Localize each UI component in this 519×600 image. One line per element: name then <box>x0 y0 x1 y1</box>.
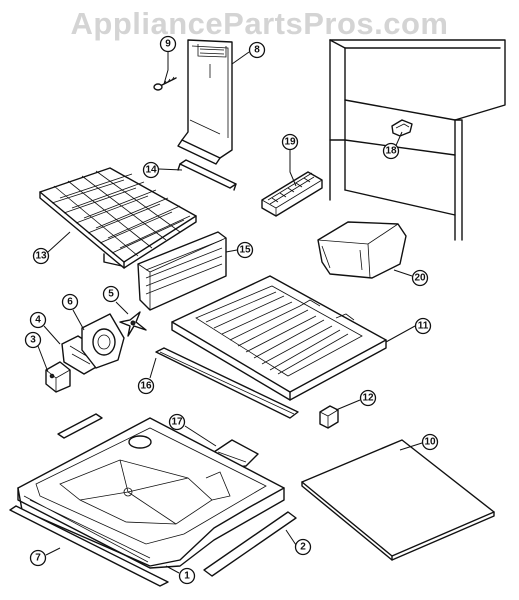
callout-7-label: 7 <box>35 553 41 564</box>
callout-16-label: 16 <box>140 381 152 392</box>
part-3-switch <box>45 361 71 393</box>
part-18-clip <box>391 119 413 137</box>
callout-18-label: 18 <box>385 146 397 157</box>
part-12-bracket <box>319 405 339 429</box>
callout-8: 8 <box>248 41 266 59</box>
callout-3-label: 3 <box>30 335 36 346</box>
callout-6-label: 6 <box>67 297 73 308</box>
callout-15-label: 15 <box>239 245 251 256</box>
callout-5-label: 5 <box>108 289 114 300</box>
callout-6: 6 <box>61 293 79 311</box>
callout-16: 16 <box>137 377 155 395</box>
callout-4-label: 4 <box>35 315 41 326</box>
callout-11: 11 <box>414 317 432 335</box>
part-19-ice-tray <box>261 171 323 217</box>
callout-1: 1 <box>178 567 196 585</box>
part-1-base-pan <box>17 417 285 569</box>
callout-13-label: 13 <box>35 251 47 262</box>
callout-13: 13 <box>32 247 50 265</box>
part-6-fan-shroud <box>81 313 125 369</box>
part-7-trim-left <box>9 505 169 587</box>
leader-lines <box>37 51 423 574</box>
part-11-glass-shelf <box>171 275 387 401</box>
callout-2: 2 <box>294 538 312 556</box>
callout-20: 20 <box>411 269 429 287</box>
callout-2-label: 2 <box>300 542 306 553</box>
callout-19: 19 <box>281 133 299 151</box>
part-14-handle <box>177 159 237 191</box>
part-20-bin <box>317 221 407 279</box>
part-5-fan-blade <box>119 311 147 337</box>
callout-17: 17 <box>168 413 186 431</box>
callout-10-label: 10 <box>424 437 436 448</box>
callout-12: 12 <box>359 389 377 407</box>
callout-5: 5 <box>102 285 120 303</box>
callout-11-label: 11 <box>418 321 429 332</box>
callout-4: 4 <box>29 311 47 329</box>
callout-12-label: 12 <box>362 393 374 404</box>
callout-9-label: 9 <box>165 39 171 50</box>
watermark: AppliancePartsPros.com <box>70 6 449 41</box>
callout-1-label: 1 <box>184 571 190 582</box>
base-side-trim <box>57 413 103 439</box>
cabinet-outline <box>329 39 506 241</box>
part-8-bracket <box>177 39 233 165</box>
part-10-panel <box>301 439 495 561</box>
part-15-shelf-cover <box>137 231 227 311</box>
callout-3: 3 <box>24 331 42 349</box>
callout-14-label: 14 <box>145 165 157 176</box>
callout-7: 7 <box>29 549 47 567</box>
callout-10: 10 <box>421 433 439 451</box>
part-16-trim <box>155 347 299 419</box>
callout-20-label: 20 <box>414 273 426 284</box>
callout-18: 18 <box>382 142 400 160</box>
callout-15: 15 <box>236 241 254 259</box>
part-9-screw <box>153 76 177 91</box>
callout-19-label: 19 <box>284 137 296 148</box>
callout-14: 14 <box>142 161 160 179</box>
callout-9: 9 <box>159 35 177 53</box>
part-2-trim-right <box>203 511 297 577</box>
part-13-wire-shelf <box>39 167 197 269</box>
callout-8-label: 8 <box>254 45 260 56</box>
callout-17-label: 17 <box>171 417 183 428</box>
